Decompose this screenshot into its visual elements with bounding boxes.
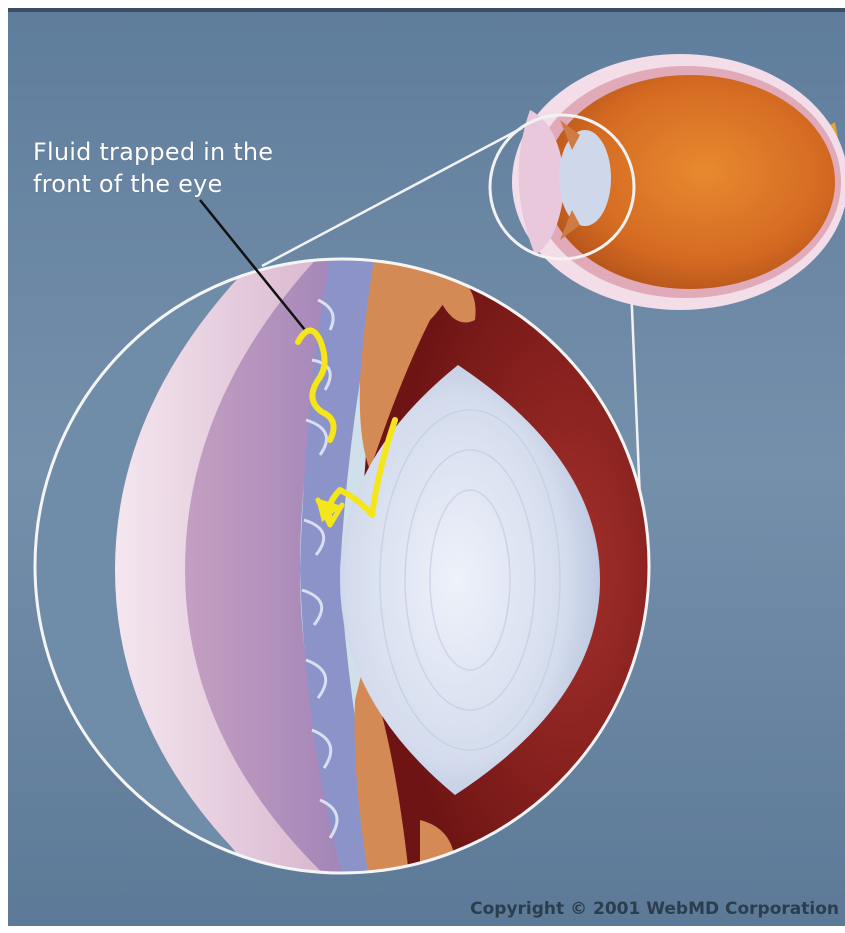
callout-line-1: Fluid trapped in the: [33, 136, 273, 168]
eyeball-illustration: [512, 54, 845, 310]
top-edge: [8, 8, 845, 12]
callout-line-2: front of the eye: [33, 168, 273, 200]
copyright-notice: Copyright © 2001 WebMD Corporation: [470, 899, 839, 919]
callout-label: Fluid trapped in the front of the eye: [33, 136, 273, 200]
